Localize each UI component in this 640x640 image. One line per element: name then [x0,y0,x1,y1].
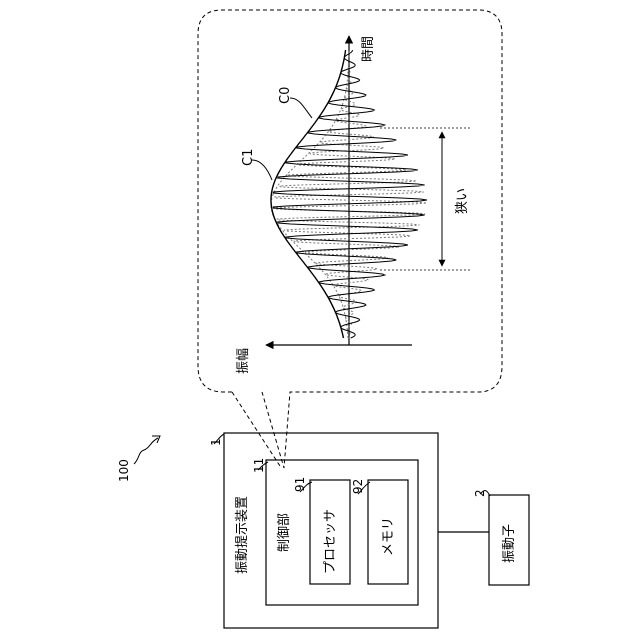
curve-c0-waveform [273,50,427,338]
interval-label: 狭い [455,188,470,214]
processor-label: プロセッサ [323,509,338,574]
waveform-graph: 時間 振幅 C0 C1 狭い [236,36,470,374]
vibrator-label: 振動子 [502,524,517,563]
memory-ref: 92 [351,479,365,494]
callout-tail [232,392,280,466]
system-ref-squiggle [134,438,158,464]
memory-label: メモリ [381,517,396,556]
curve-c0-label: C0 [278,87,293,104]
device-label: 振動提示装置 [234,496,250,574]
curve-c0-leader [290,98,312,118]
system-ref-label: 100 [117,459,131,482]
memory: メモリ 92 [351,479,408,584]
processor-ref: 91 [293,477,307,492]
amplitude-axis-label: 振幅 [236,348,251,374]
system-reference: 100 [117,436,160,482]
vibrator: 振動子 2 [473,489,529,585]
processor: プロセッサ 91 [293,477,350,584]
controller-label: 制御部 [277,513,292,552]
time-axis-label: 時間 [361,36,376,62]
controller-ref: 11 [252,458,266,473]
curve-c1-label: C1 [241,149,256,166]
